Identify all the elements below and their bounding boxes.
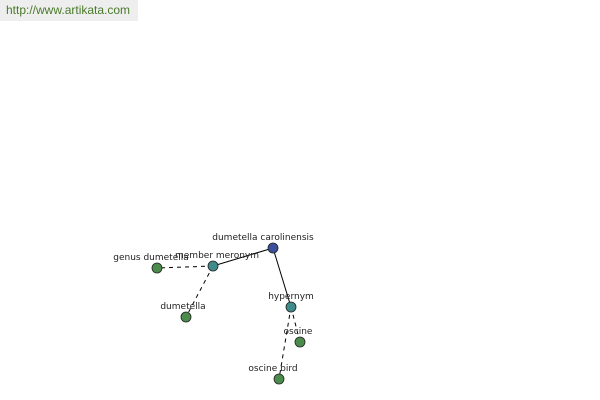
artikata-url-watermark: http://www.artikata.com: [0, 0, 138, 21]
node-label-oscine[interactable]: oscine: [284, 327, 313, 337]
node-genus-dumetella[interactable]: [151, 262, 163, 274]
node-label-hypernym[interactable]: hypernym: [268, 292, 314, 302]
labels-layer: dumetella carolinensis member meronym hype…: [113, 233, 314, 374]
edge-hypernym-to-oscine: [290, 306, 301, 343]
nodes-layer: [151, 242, 306, 385]
node-label-dumetella[interactable]: dumetella: [160, 302, 205, 312]
node-label-genus-dumetella[interactable]: genus dumetella: [113, 253, 189, 263]
node-label-oscine-bird[interactable]: oscine bird: [248, 364, 297, 374]
node-dumetella-carolinensis[interactable]: [267, 242, 279, 254]
node-member-meronym[interactable]: [207, 260, 219, 272]
node-label-member-meronym[interactable]: member meronym: [175, 251, 259, 261]
node-dumetella[interactable]: [180, 311, 192, 323]
node-hypernym[interactable]: [285, 301, 297, 313]
edges-layer: [156, 247, 301, 380]
node-oscine[interactable]: [294, 336, 306, 348]
edge-member-meronym-to-genus-dumetella: [156, 265, 214, 269]
node-label-dumetella-carolinensis[interactable]: dumetella carolinensis: [212, 233, 314, 243]
edge-dumetella-carolinensis-to-member-meronym: [212, 247, 274, 267]
edge-member-meronym-to-dumetella: [185, 265, 214, 318]
edge-dumetella-carolinensis-to-hypernym: [272, 247, 292, 308]
node-oscine-bird[interactable]: [273, 373, 285, 385]
